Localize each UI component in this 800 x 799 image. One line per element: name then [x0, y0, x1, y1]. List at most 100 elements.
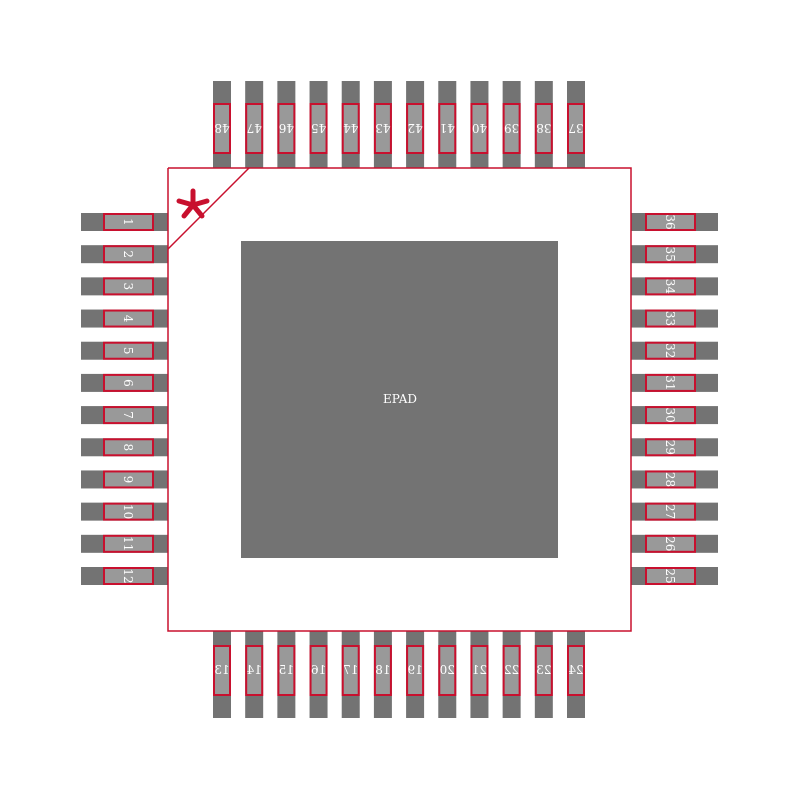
pin-land — [103, 309, 154, 328]
pin-44: 44 — [341, 81, 360, 168]
pin-land — [438, 645, 457, 696]
pin-land — [103, 438, 154, 457]
pin-land — [470, 103, 489, 154]
pin-19: 19 — [406, 631, 425, 718]
pin-land — [406, 645, 425, 696]
pin-number: 1 — [121, 218, 135, 226]
pin-land — [341, 103, 360, 154]
pin-number: 43 — [375, 121, 390, 135]
pin-16: 16 — [309, 631, 328, 718]
pin-land — [438, 103, 457, 154]
pin-48: 48 — [213, 81, 231, 168]
pin-number: 32 — [663, 343, 677, 358]
pin-land — [103, 534, 154, 553]
pin-number: 4 — [121, 315, 135, 323]
pin-14: 14 — [245, 631, 264, 718]
pin-number: 22 — [504, 663, 519, 677]
pin-land — [103, 470, 154, 489]
pin-number: 28 — [663, 472, 677, 487]
pin-1: 1 — [81, 213, 168, 231]
pin-number: 24 — [568, 663, 584, 677]
pin-number: 5 — [121, 347, 135, 355]
pin-35: 35 — [631, 245, 718, 264]
pin-number: 31 — [663, 375, 677, 390]
pin-land — [213, 645, 231, 696]
pin-number: 38 — [536, 121, 551, 135]
pin-land — [567, 645, 585, 696]
pin-land — [470, 645, 489, 696]
pin-number: 36 — [663, 214, 677, 229]
pin-15: 15 — [277, 631, 296, 718]
pin-26: 26 — [631, 534, 718, 553]
pin-38: 38 — [534, 81, 553, 168]
pin-number: 39 — [504, 121, 519, 135]
pin-land — [645, 245, 696, 264]
pin-number: 23 — [536, 663, 551, 677]
pin-23: 23 — [534, 631, 553, 718]
pin1-chamfer-line — [167, 167, 250, 250]
pin-land — [277, 645, 296, 696]
pin-number: 30 — [663, 407, 677, 422]
pin-number: 21 — [472, 663, 487, 677]
pin-number: 20 — [440, 663, 455, 677]
pin-land — [245, 645, 264, 696]
pin-number: 35 — [663, 247, 677, 262]
pin-number: 2 — [121, 250, 135, 258]
pin-number: 10 — [121, 504, 135, 519]
pin-number: 27 — [663, 504, 677, 519]
pin-20: 20 — [438, 631, 457, 718]
pin-land — [502, 645, 521, 696]
pin-34: 34 — [631, 277, 718, 296]
pin-4: 4 — [81, 309, 168, 328]
pin-number: 48 — [214, 121, 229, 135]
pin-land — [645, 502, 696, 521]
pin-number: 6 — [121, 379, 135, 387]
pin-land — [103, 502, 154, 521]
pin-13: 13 — [213, 631, 231, 718]
pin-land — [645, 309, 696, 328]
pin-land — [645, 567, 696, 585]
pin-land — [373, 103, 392, 154]
pin-47: 47 — [245, 81, 264, 168]
pin-7: 7 — [81, 406, 168, 425]
pin-number: 37 — [568, 121, 583, 135]
pin-land — [406, 103, 425, 154]
body-outline — [167, 167, 632, 632]
pin-27: 27 — [631, 502, 718, 521]
pin-36: 36 — [631, 213, 718, 231]
pin-28: 28 — [631, 470, 718, 489]
pin-number: 26 — [663, 536, 677, 551]
pin-11: 11 — [81, 534, 168, 553]
pin-number: 33 — [663, 311, 677, 326]
pin-number: 15 — [279, 663, 294, 677]
pin-number: 8 — [121, 443, 135, 451]
pin-6: 6 — [81, 373, 168, 392]
pin-land — [309, 103, 328, 154]
pin-land — [245, 103, 264, 154]
pin-land — [645, 277, 696, 296]
pin-land — [103, 567, 154, 585]
pin-number: 14 — [246, 663, 262, 677]
pin-number: 11 — [121, 536, 135, 551]
pin-land — [103, 341, 154, 360]
pin-land — [502, 103, 521, 154]
pin-number: 34 — [663, 279, 677, 295]
pin-43: 43 — [373, 81, 392, 168]
pin-42: 42 — [406, 81, 425, 168]
pin-2: 2 — [81, 245, 168, 264]
pin-37: 37 — [567, 81, 585, 168]
pin-land — [309, 645, 328, 696]
pin-land — [645, 373, 696, 392]
pin-18: 18 — [373, 631, 392, 718]
pin-land — [103, 373, 154, 392]
pin-number: 41 — [440, 121, 455, 135]
pin-41: 41 — [438, 81, 457, 168]
pin-number: 7 — [121, 411, 135, 419]
pin-number: 17 — [343, 663, 358, 677]
pin-land — [645, 406, 696, 425]
pin-land — [277, 103, 296, 154]
pin-number: 46 — [279, 121, 294, 135]
pin-21: 21 — [470, 631, 489, 718]
